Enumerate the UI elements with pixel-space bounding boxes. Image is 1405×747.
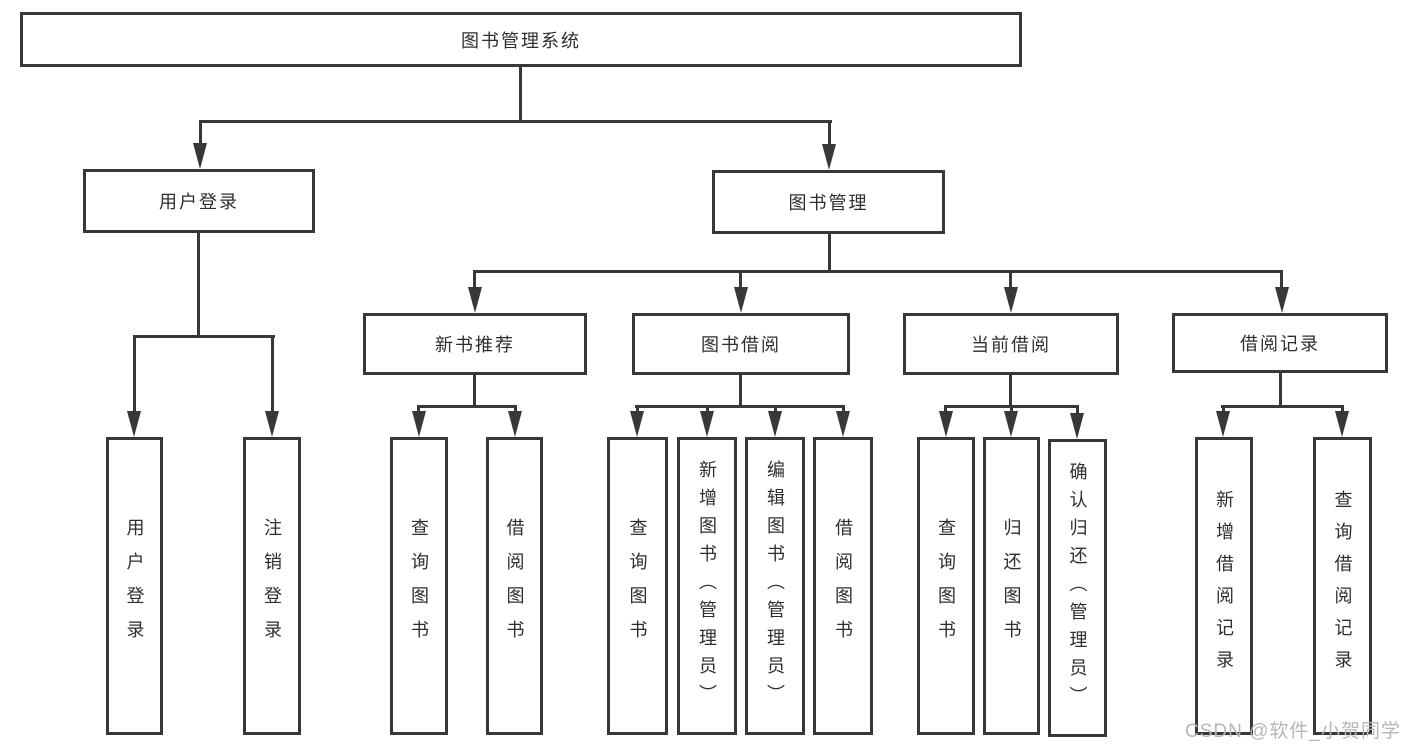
node-borrowing-records-label: 借阅记录 — [1240, 334, 1320, 354]
node-leaf-bb-query-books-label: 查询图书 — [627, 518, 648, 654]
node-leaf-logout: 注销登录 — [243, 437, 301, 735]
node-leaf-cb-confirm-return-admin-label: 确认归还（管理员） — [1067, 462, 1088, 714]
node-book-management-label: 图书管理 — [788, 193, 869, 213]
arrowhead-current-borrow — [1004, 287, 1018, 313]
connector-borrow-records-shaft — [1280, 270, 1283, 290]
connector-book-borrow-stem — [739, 373, 742, 408]
arrowhead-nb-query — [412, 411, 426, 437]
node-leaf-bb-add-books-admin-label: 新增图书（管理员） — [697, 460, 717, 712]
arrowhead-bb-add — [700, 411, 714, 437]
connector-book-mgmt-shaft — [828, 120, 831, 148]
connector-new-book-children-branch — [417, 405, 517, 408]
node-leaf-cb-query-books: 查询图书 — [917, 437, 975, 735]
node-leaf-cb-confirm-return-admin: 确认归还（管理员） — [1048, 439, 1107, 737]
node-leaf-br-add-record-label: 新增借阅记录 — [1214, 490, 1234, 682]
arrowhead-nb-borrow — [508, 411, 522, 437]
node-leaf-user-login-label: 用户登录 — [124, 518, 145, 654]
csdn-watermark: CSDN @软件_小贺同学 — [1185, 721, 1401, 742]
node-leaf-user-login: 用户登录 — [106, 437, 163, 735]
arrowhead-leaf-logout — [265, 411, 279, 437]
arrowhead-leaf-login — [127, 411, 141, 437]
arrowhead-book-mgmt — [822, 144, 836, 170]
node-leaf-bb-query-books: 查询图书 — [607, 437, 668, 735]
node-leaf-cb-return-books-label: 归还图书 — [1001, 518, 1022, 654]
arrowhead-cb-query — [939, 411, 953, 437]
node-leaf-bb-edit-books-admin-label: 编辑图书（管理员） — [765, 460, 785, 712]
node-leaf-bb-borrow-books: 借阅图书 — [813, 437, 873, 735]
node-leaf-nb-borrow-books-label: 借阅图书 — [504, 518, 525, 654]
connector-cb-confirm-shaft — [1076, 405, 1079, 417]
node-new-book-recommend: 新书推荐 — [363, 313, 587, 375]
node-book-borrowing: 图书借阅 — [632, 313, 850, 375]
arrowhead-book-borrow — [734, 287, 748, 313]
node-leaf-logout-label: 注销登录 — [262, 518, 282, 654]
connector-leaf-logout-shaft — [271, 335, 274, 413]
node-leaf-br-query-record: 查询借阅记录 — [1313, 437, 1372, 735]
node-leaf-br-query-record-label: 查询借阅记录 — [1332, 490, 1353, 682]
node-user-login-group: 用户登录 — [83, 169, 315, 233]
connector-borrow-records-stem — [1279, 373, 1282, 408]
connector-level2-branch — [199, 120, 832, 123]
node-new-book-recommend-label: 新书推荐 — [435, 335, 515, 355]
node-leaf-cb-return-books: 归还图书 — [983, 437, 1040, 735]
arrowhead-new-book — [468, 287, 482, 313]
node-user-login-group-label: 用户登录 — [159, 192, 239, 212]
node-book-management: 图书管理 — [712, 170, 945, 234]
node-leaf-nb-query-books-label: 查询图书 — [409, 518, 429, 654]
node-current-borrowing-label: 当前借阅 — [971, 335, 1051, 355]
connector-new-book-stem — [473, 373, 476, 408]
arrowhead-cb-return — [1004, 411, 1018, 437]
arrowhead-bb-edit — [768, 411, 782, 437]
arrowhead-br-query — [1335, 411, 1349, 437]
node-leaf-nb-borrow-books: 借阅图书 — [486, 437, 543, 735]
connector-book-borrow-shaft — [739, 270, 742, 290]
arrowhead-bb-query — [630, 411, 644, 437]
connector-book-borrow-children-branch — [635, 405, 845, 408]
node-leaf-br-add-record: 新增借阅记录 — [1195, 437, 1253, 735]
connector-user-login-shaft — [199, 120, 202, 148]
node-leaf-cb-query-books-label: 查询图书 — [936, 518, 956, 654]
arrowhead-user-login — [193, 143, 207, 169]
arrowhead-bb-borrow — [836, 411, 850, 437]
node-current-borrowing: 当前借阅 — [903, 313, 1119, 375]
node-library-system-label: 图书管理系统 — [461, 30, 581, 51]
node-borrowing-records: 借阅记录 — [1172, 313, 1388, 373]
connector-book-mgmt-stem — [828, 234, 831, 273]
node-leaf-bb-borrow-books-label: 借阅图书 — [833, 518, 853, 654]
connector-root-stem — [519, 67, 522, 123]
connector-user-login-children-branch — [133, 335, 275, 338]
arrowhead-borrow-records — [1275, 287, 1289, 313]
connector-new-book-shaft — [473, 270, 476, 290]
node-leaf-nb-query-books: 查询图书 — [390, 437, 448, 735]
connector-current-borrow-shaft — [1009, 270, 1012, 290]
connector-user-login-stem — [197, 233, 200, 338]
node-leaf-bb-add-books-admin: 新增图书（管理员） — [677, 437, 737, 735]
arrowhead-cb-confirm — [1070, 413, 1084, 439]
arrowhead-br-add — [1216, 411, 1230, 437]
node-library-system: 图书管理系统 — [20, 12, 1022, 67]
node-leaf-bb-edit-books-admin: 编辑图书（管理员） — [745, 437, 805, 735]
connector-borrow-records-children-branch — [1221, 405, 1344, 408]
connector-level3-branch — [473, 270, 1283, 273]
node-book-borrowing-label: 图书借阅 — [701, 335, 781, 355]
connector-leaf-login-shaft — [133, 335, 136, 413]
connector-current-borrow-stem — [1009, 373, 1012, 408]
